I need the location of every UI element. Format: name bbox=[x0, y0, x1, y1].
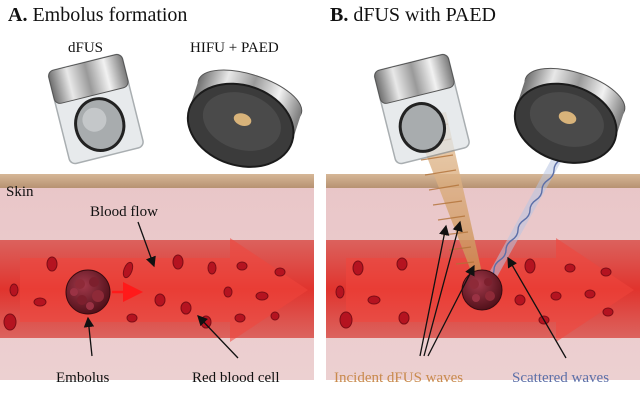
embolus-label: Embolus bbox=[56, 370, 110, 386]
incident-pointer-3 bbox=[427, 264, 475, 357]
incident-pointer-2 bbox=[423, 220, 463, 357]
panel-a-letter: A. bbox=[8, 4, 28, 26]
red-blood-cells bbox=[3, 254, 286, 331]
rbc-label: Red blood cell bbox=[192, 370, 280, 386]
incident-waves-label: Incident dFUS waves bbox=[334, 370, 464, 386]
panel-b-letter: B. bbox=[330, 4, 349, 26]
panel-a-title-text: Embolus formation bbox=[32, 4, 188, 26]
dfus-label: dFUS bbox=[68, 40, 104, 56]
red-blood-cells-b bbox=[335, 257, 614, 329]
embolus bbox=[65, 269, 111, 315]
blood-flow-pointer bbox=[137, 221, 156, 268]
hifu-paed-transducer-b bbox=[513, 67, 626, 164]
skin-label: Skin bbox=[6, 184, 34, 200]
blood-flow-label: Blood flow bbox=[90, 204, 158, 220]
panel-b-title: B. dFUS with PAED bbox=[330, 4, 496, 27]
rbc-pointer bbox=[197, 315, 239, 359]
embolus-pointer bbox=[83, 316, 95, 357]
skin-layer bbox=[0, 174, 314, 188]
hifu-paed-label: HIFU + PAED bbox=[190, 40, 279, 56]
embolus-b bbox=[461, 269, 503, 311]
panel-b bbox=[326, 53, 640, 380]
skin-layer-b bbox=[326, 174, 640, 188]
dfus-transducer bbox=[47, 53, 144, 165]
panel-a-title: A. Embolus formation bbox=[8, 4, 187, 27]
dfus-transducer-b bbox=[373, 53, 470, 165]
scattered-pointer bbox=[507, 256, 567, 359]
scattered-waves-label: Scattered waves bbox=[512, 370, 610, 386]
hifu-paed-transducer bbox=[186, 69, 303, 168]
incident-pointer-1 bbox=[419, 224, 450, 357]
panel-b-title-text: dFUS with PAED bbox=[353, 4, 496, 26]
panel-a bbox=[0, 53, 314, 380]
